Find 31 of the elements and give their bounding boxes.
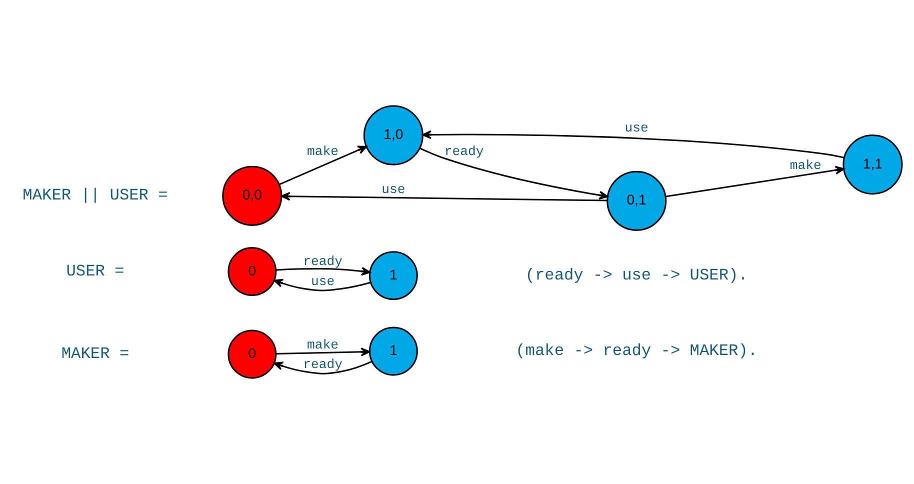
node-circle: 1: [368, 326, 418, 376]
node-circle: 0,1: [606, 170, 666, 231]
edge-label: make: [306, 144, 338, 159]
arrow: [276, 348, 370, 356]
edge-label: use: [624, 120, 648, 136]
arrow: [280, 192, 607, 202]
arrow: [419, 148, 608, 200]
edge-label: ready: [444, 144, 484, 159]
edge-label: make: [306, 338, 338, 353]
label: (ready -> use -> USER).: [524, 266, 748, 284]
node-circle: 1,0: [362, 105, 423, 166]
edge-label: ready: [302, 356, 342, 372]
edge-label: ready: [302, 254, 342, 269]
arrow: [273, 360, 372, 374]
node-circle: 0: [227, 247, 276, 296]
arrow: [273, 278, 370, 292]
arrow: [276, 266, 370, 276]
label: USER =: [66, 262, 124, 280]
node-circle: 1: [368, 251, 418, 300]
label: MAKER || USER =: [22, 186, 168, 205]
edge-label: make: [789, 158, 821, 173]
arrow: [665, 166, 844, 198]
label: MAKER =: [60, 345, 129, 364]
node-circle: 1,1: [842, 134, 902, 195]
edge-label: use: [381, 182, 405, 198]
label: (make -> ready -> MAKER).: [515, 342, 758, 360]
arrow: [422, 130, 844, 158]
node-circle: 0,0: [222, 166, 282, 226]
edge-label: use: [310, 274, 334, 290]
arrow: [278, 146, 367, 186]
node-circle: 0: [227, 330, 276, 379]
